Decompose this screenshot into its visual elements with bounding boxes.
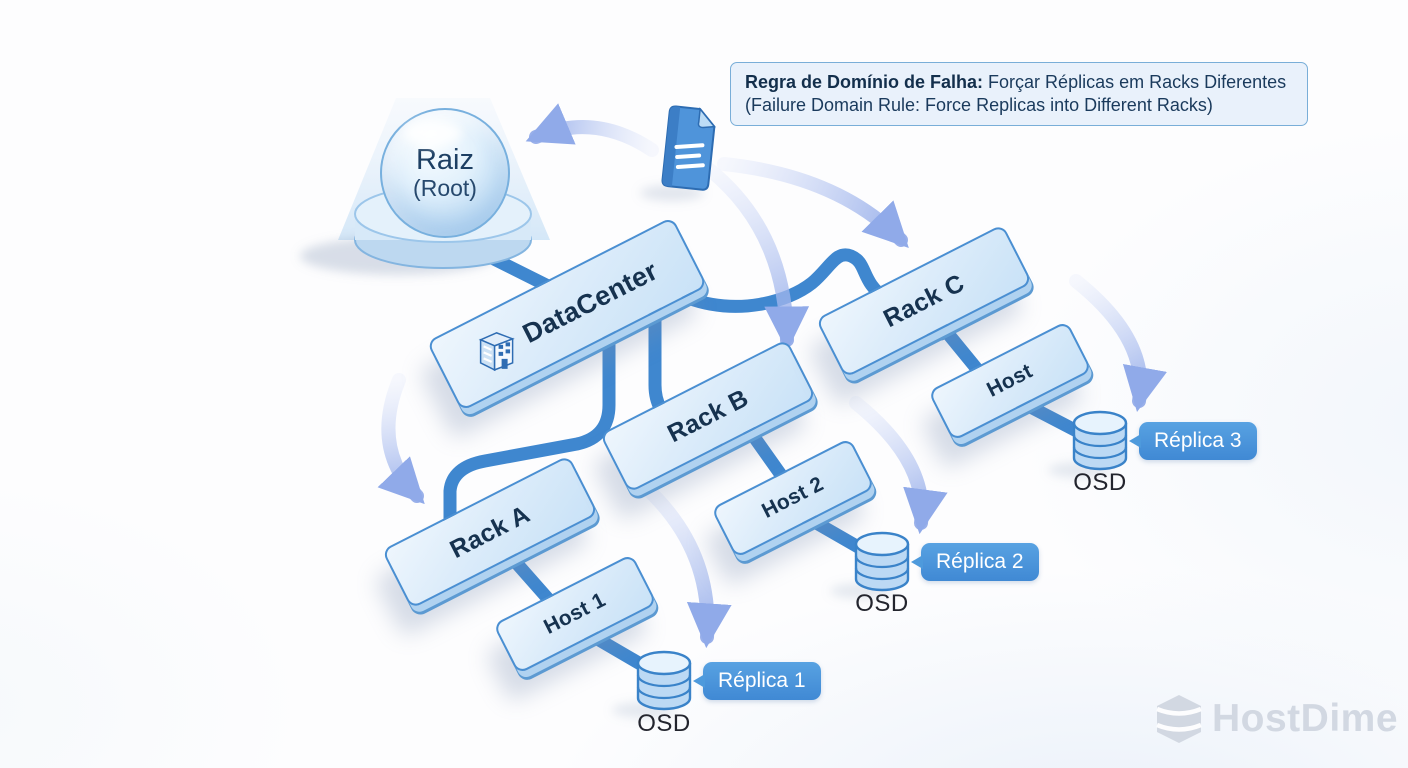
database-cylinder-icon: [636, 650, 692, 711]
failure-domain-rule-box: Regra de Domínio de Falha: Forçar Réplic…: [730, 62, 1308, 126]
arrow-to-root: [525, 103, 659, 157]
arrow-to-osd-3: [1069, 274, 1167, 413]
root-sphere: Raiz (Root): [380, 108, 510, 238]
root-label: Raiz: [415, 143, 474, 176]
hostdime-hexagon-icon: [1156, 695, 1202, 743]
watermark-label: HostDime: [1212, 697, 1399, 740]
rule-line-2: (Failure Domain Rule: Force Replicas int…: [745, 95, 1213, 115]
host-2-label: Host 2: [758, 472, 828, 523]
rule-arrows: [377, 103, 1167, 649]
host-1-label: Host 1: [540, 588, 610, 639]
arrow-to-rack-c: [717, 157, 909, 248]
arrow-to-rack-b: [703, 163, 810, 352]
arrow-to-osd-1: [636, 478, 732, 649]
osd-3-label: OSD: [1073, 469, 1127, 496]
crush-rule-document-icon: [661, 105, 716, 191]
root-sublabel: (Root): [413, 175, 477, 202]
host-3-label: Host: [983, 359, 1037, 402]
watermark: HostDime: [1156, 694, 1398, 744]
replica-2-label: Réplica 2: [936, 550, 1024, 573]
node-datacenter: DataCenter: [426, 216, 708, 412]
arrow-to-osd-2: [849, 396, 948, 535]
replica-2-badge: Réplica 2: [911, 543, 1039, 581]
rule-line-1: Regra de Domínio de Falha: Forçar Réplic…: [745, 71, 1293, 94]
rule-title: Regra de Domínio de Falha:: [745, 72, 984, 92]
connector-datacenter-rack-a: [443, 311, 616, 549]
replica-3-label: Réplica 3: [1154, 429, 1242, 452]
replica-1-label: Réplica 1: [718, 669, 806, 692]
database-cylinder-icon: [854, 531, 910, 592]
replica-1-badge: Réplica 1: [693, 662, 821, 700]
rule-text: Forçar Réplicas em Racks Diferentes: [983, 72, 1287, 92]
osd-1-label: OSD: [637, 710, 691, 737]
arrow-to-rack-a: [377, 373, 425, 505]
database-cylinder-icon: [1072, 410, 1128, 471]
osd-2-label: OSD: [855, 590, 909, 617]
datacenter-building-icon: [479, 331, 516, 371]
replica-3-badge: Réplica 3: [1129, 422, 1257, 460]
